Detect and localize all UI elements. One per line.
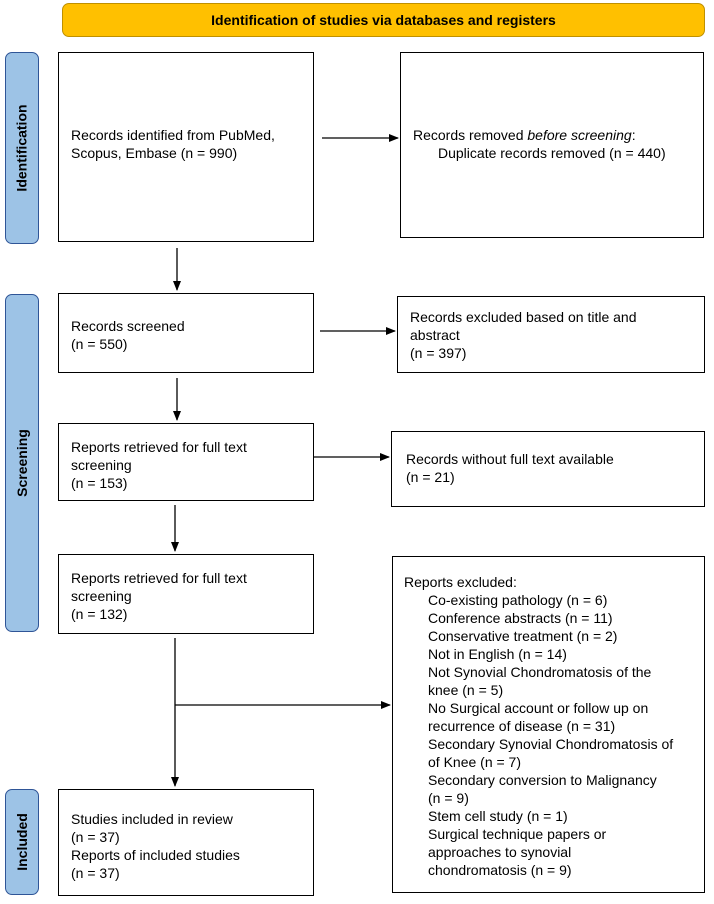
included-line3: Reports of included studies <box>71 847 240 863</box>
reports-excluded-item: Secondary conversion to Malignancy <box>428 772 657 788</box>
reports-excluded-item: Secondary Synovial Chondromatosis of <box>428 736 674 752</box>
records-identified-line2: Scopus, Embase (n = 990) <box>71 145 238 161</box>
records-screened-box: Records screened (n = 550) <box>58 293 314 373</box>
reports-excluded-item: Not in English (n = 14) <box>428 646 567 662</box>
reports-excluded-item: approaches to synovial <box>428 844 572 860</box>
records-excluded-line1: Records excluded based on title and <box>410 309 637 325</box>
reports-retrieved-2-line3: (n = 132) <box>71 606 128 622</box>
no-full-text-line1: Records without full text available <box>406 451 614 467</box>
reports-excluded-list: Co-existing pathology (n = 6) Conference … <box>404 591 673 879</box>
included-line2: (n = 37) <box>71 829 120 845</box>
included-line4: (n = 37) <box>71 865 120 881</box>
reports-excluded-header: Reports excluded: <box>404 574 517 590</box>
reports-retrieved-1-line2: screening <box>71 457 132 473</box>
reports-retrieved-2-line2: screening <box>71 588 132 604</box>
reports-excluded-box: Reports excluded: Co-existing pathology … <box>392 556 705 893</box>
reports-excluded-item: of Knee (n = 7) <box>428 754 522 770</box>
reports-retrieved-2-line1: Reports retrieved for full text <box>71 570 247 586</box>
no-full-text-line2: (n = 21) <box>406 469 455 485</box>
reports-excluded-item: Surgical technique papers or <box>428 826 607 842</box>
records-removed-box: Records removed before screening: Duplic… <box>400 52 704 238</box>
reports-excluded-item: Stem cell study (n = 1) <box>428 808 568 824</box>
reports-excluded-item: Co-existing pathology (n = 6) <box>428 592 608 608</box>
records-excluded-line3: (n = 397) <box>410 345 467 361</box>
records-excluded-line2: abstract <box>410 327 460 343</box>
included-line1: Studies included in review <box>71 811 233 827</box>
reports-retrieved-2-box: Reports retrieved for full text screenin… <box>58 554 314 634</box>
included-box: Studies included in review (n = 37) Repo… <box>58 789 314 896</box>
stage-screening: Screening <box>5 294 39 632</box>
banner-title: Identification of studies via databases … <box>211 12 556 28</box>
records-removed-prefix: Records removed <box>413 127 528 143</box>
reports-excluded-item: Conservative treatment (n = 2) <box>428 628 618 644</box>
records-removed-suffix: : <box>631 127 636 143</box>
no-full-text-box: Records without full text available (n =… <box>391 431 705 507</box>
reports-excluded-item: recurrence of disease (n = 31) <box>428 718 616 734</box>
records-identified-line1: Records identified from PubMed, <box>71 127 275 143</box>
records-removed-italic: before screening <box>527 127 632 143</box>
records-screened-line2: (n = 550) <box>71 336 128 352</box>
banner-identification: Identification of studies via databases … <box>62 3 705 37</box>
records-identified-box: Records identified from PubMed, Scopus, … <box>58 52 314 242</box>
reports-retrieved-1-line3: (n = 153) <box>71 475 128 491</box>
stage-included: Included <box>5 789 39 895</box>
reports-retrieved-1-box: Reports retrieved for full text screenin… <box>58 423 314 501</box>
reports-retrieved-1-line1: Reports retrieved for full text <box>71 439 247 455</box>
records-screened-line1: Records screened <box>71 318 185 334</box>
reports-excluded-item: knee (n = 5) <box>428 682 504 698</box>
records-removed-line2: Duplicate records removed (n = 440) <box>438 145 666 161</box>
reports-excluded-item: (n = 9) <box>428 790 469 806</box>
records-removed-line1: Records removed before screening: <box>413 126 666 144</box>
reports-excluded-item: No Surgical account or follow up on <box>428 700 649 716</box>
reports-excluded-item: Not Synovial Chondromatosis of the <box>428 664 652 680</box>
records-excluded-box: Records excluded based on title and abst… <box>397 296 705 373</box>
reports-excluded-item: chondromatosis (n = 9) <box>428 862 572 878</box>
stage-identification: Identification <box>5 52 39 244</box>
reports-excluded-item: Conference abstracts (n = 11) <box>428 610 613 626</box>
